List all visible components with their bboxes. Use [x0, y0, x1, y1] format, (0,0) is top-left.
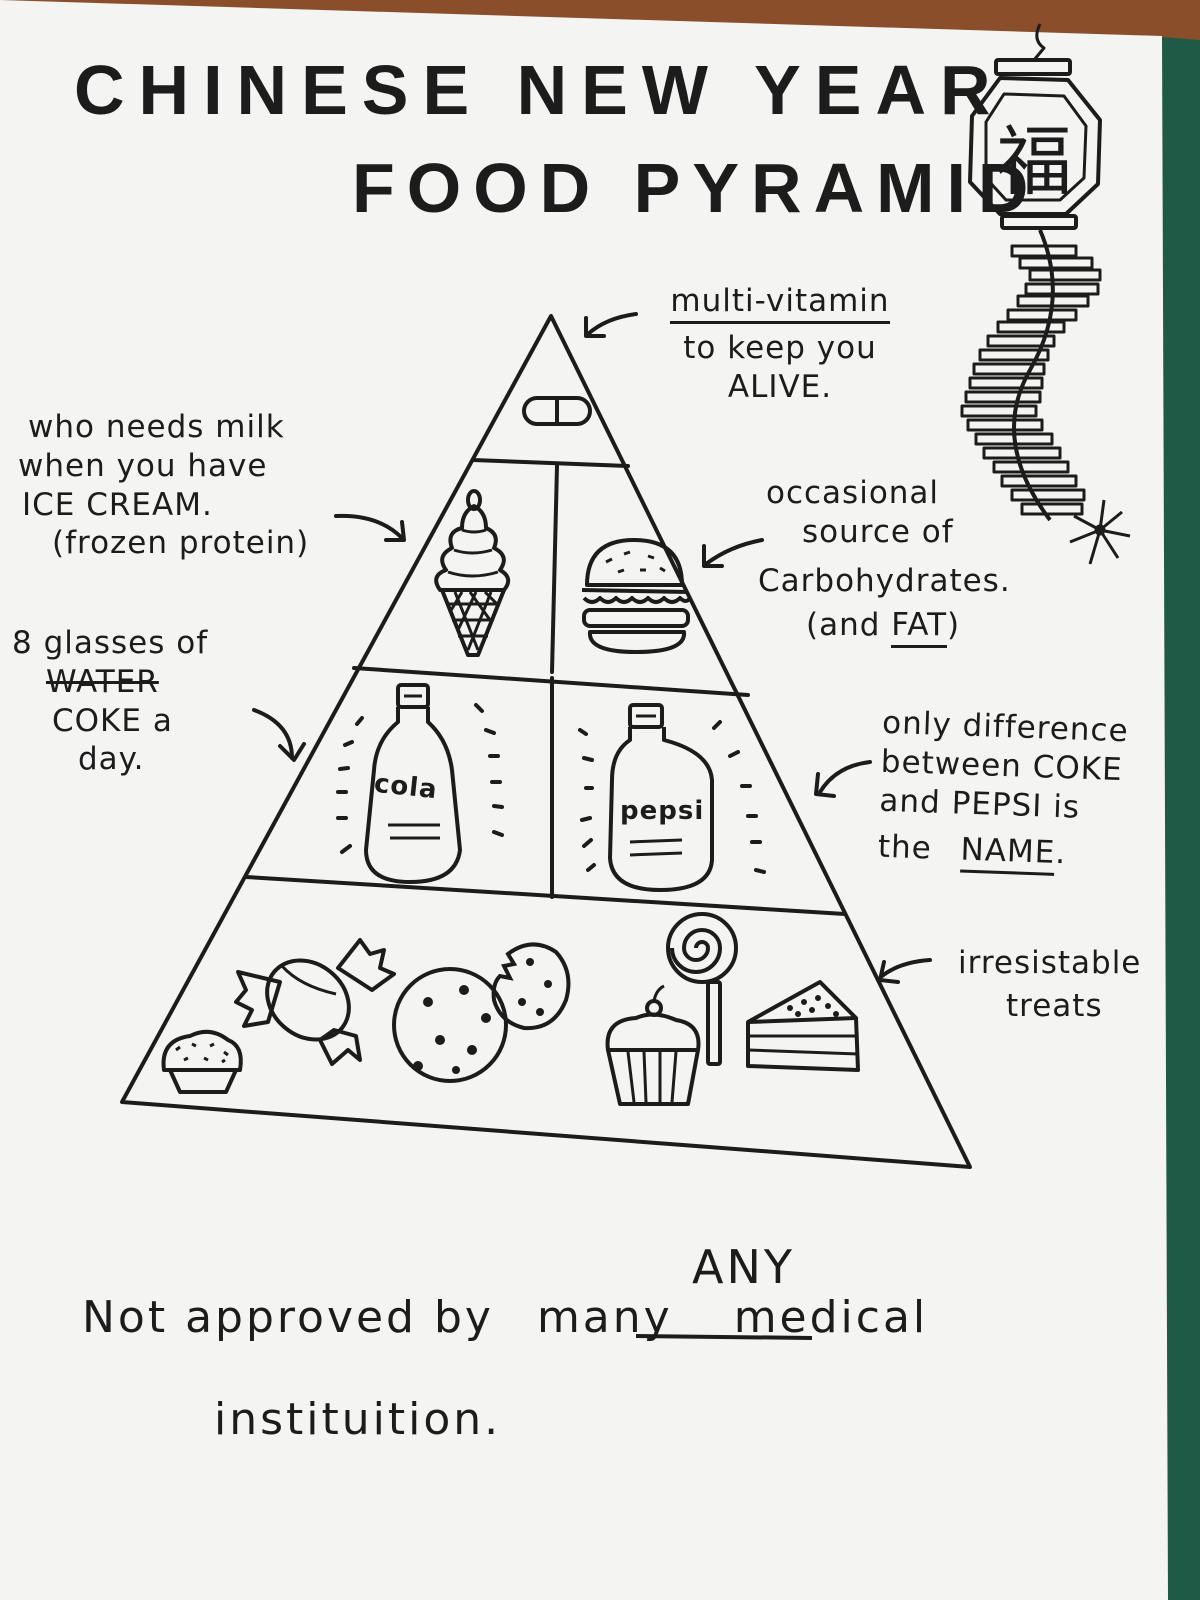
note-burger-line3: Carbohydrates.	[758, 562, 1011, 599]
footer-line-2: instituition.	[214, 1394, 502, 1445]
pyramid-outline	[120, 314, 972, 1169]
note-multivitamin-line3: ALIVE.	[727, 368, 833, 405]
tier-divider-1	[471, 458, 630, 468]
note-multivitamin-line2: to keep you	[683, 329, 877, 366]
note-coke-line1: 8 glasses of	[12, 625, 209, 661]
arrow-multivitamin	[584, 312, 638, 338]
footer-post: medical	[733, 1292, 929, 1343]
firecracker-spark-icon	[1069, 499, 1131, 565]
lollipop-icon	[666, 912, 738, 1066]
title-line-2: FOOD PYRAMID	[352, 149, 1041, 227]
footer-line-1: Not approved by many medical	[82, 1292, 928, 1343]
note-pepsi: only difference between COKE and PEPSI i…	[877, 704, 1129, 877]
cupcake-icon	[605, 984, 701, 1106]
firecrackers-illustration	[960, 229, 1131, 565]
note-multivitamin-head: multi-vitamin	[670, 283, 890, 324]
note-ice-cream-line4: (frozen protein)	[52, 525, 310, 562]
note-burger-fat: FAT	[891, 607, 948, 649]
note-ice-cream-line1: who needs milk	[28, 409, 285, 445]
cola-sparkle-lines	[336, 703, 504, 854]
note-burger-line4-post: )	[947, 607, 961, 644]
column-divider-1	[550, 464, 559, 674]
annotation-arrows	[252, 312, 932, 984]
note-multivitamin: multi-vitamin to keep you ALIVE.	[640, 282, 920, 406]
footer-strike-line	[635, 1334, 813, 1340]
arrow-pepsi	[814, 760, 872, 798]
note-burger-line4: (and FAT)	[766, 606, 1011, 649]
bitten-cookie-icon	[491, 942, 571, 1031]
cookie-icon	[392, 967, 508, 1083]
note-treats-line2: treats	[1006, 987, 1103, 1024]
lantern-illustration	[968, 23, 1102, 230]
note-coke-line4: day.	[78, 741, 145, 778]
ice-cream-icon	[434, 489, 511, 657]
note-coke-line3: COKE a	[52, 702, 173, 739]
arrow-ice-cream	[334, 513, 406, 542]
paper-sheet	[0, 0, 1168, 1600]
note-burger-line2: source of	[802, 513, 954, 550]
note-burger-line4-pre: (and	[806, 607, 892, 644]
arrow-coke	[252, 708, 306, 762]
hamburger-icon	[581, 538, 692, 654]
pepsi-label: pepsi	[620, 796, 705, 826]
note-pepsi-line4-post: .	[1054, 835, 1067, 872]
note-treats: irresistable treats	[958, 944, 1141, 1026]
footer-pre: Not approved by	[82, 1292, 494, 1343]
wrapped-candy-icon	[234, 938, 396, 1066]
arrow-treats	[878, 958, 932, 984]
note-ice-cream-line2: when you have	[18, 447, 268, 484]
note-coke-strike: WATER	[46, 663, 159, 700]
note-pepsi-name: NAME	[959, 831, 1056, 877]
note-ice-cream: who needs milk when you have ICE CREAM. …	[18, 408, 309, 563]
note-burger: occasional source of Carbohydrates. (and…	[758, 474, 1011, 649]
footer-insert-word: ANY	[692, 1240, 795, 1294]
muffin-icon	[161, 1029, 243, 1094]
pepsi-bottle-icon	[608, 703, 714, 892]
pill-icon	[522, 396, 592, 426]
pepsi-sparkle-lines	[578, 720, 766, 874]
arrow-burger	[702, 538, 764, 568]
note-burger-line1: occasional	[766, 475, 940, 511]
food-pyramid	[120, 314, 972, 1169]
cake-slice-icon	[746, 980, 860, 1072]
tier-divider-3	[244, 875, 847, 916]
lantern-character: 福	[996, 117, 1072, 206]
note-ice-cream-line3: ICE CREAM.	[22, 486, 213, 523]
note-pepsi-line4-pre: the	[877, 828, 944, 868]
note-treats-line1: irresistable	[958, 945, 1142, 981]
footer-strike-word: many	[536, 1292, 673, 1343]
note-coke: 8 glasses of WATER COKE a day.	[12, 624, 208, 779]
cola-bottle-icon	[364, 683, 462, 884]
title-line-1: CHINESE NEW YEAR	[74, 51, 1005, 129]
